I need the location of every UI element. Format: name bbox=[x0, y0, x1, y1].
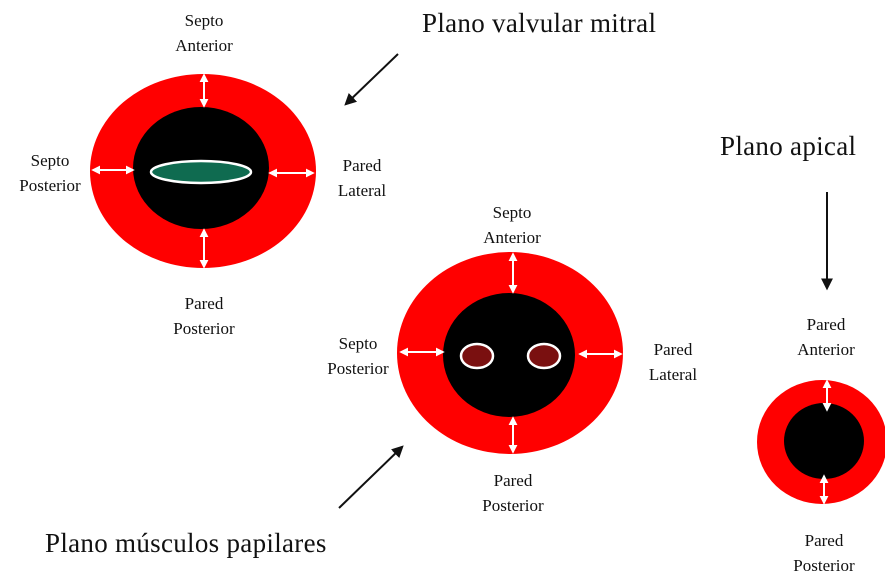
mitral-label-bottom-line1: Pared bbox=[184, 294, 224, 313]
title-papillary-plane: Plano músculos papilares bbox=[45, 528, 327, 558]
pointer-arrow-papillary bbox=[338, 445, 404, 509]
title-apical-plane: Plano apical bbox=[720, 131, 857, 161]
papillary-label-left: Septo Posterior bbox=[316, 331, 400, 381]
mitral-valve bbox=[149, 159, 253, 185]
apical-ventricle-cavity bbox=[784, 403, 864, 479]
mitral-label-bottom: Pared Posterior bbox=[162, 291, 246, 341]
papillary-label-right-line1: Pared bbox=[653, 340, 693, 359]
papillary-label-right-line2: Lateral bbox=[648, 365, 698, 384]
mitral-label-top-line2: Anterior bbox=[175, 36, 233, 55]
papillary-label-top-line1: Septo bbox=[492, 203, 532, 222]
mitral-label-top-line1: Septo bbox=[184, 11, 224, 30]
apical-label-top: Pared Anterior bbox=[786, 312, 866, 362]
papillary-label-top-line2: Anterior bbox=[483, 228, 541, 247]
mitral-label-left-line1: Septo bbox=[30, 151, 70, 170]
papillary-muscle-left bbox=[459, 342, 495, 370]
papillary-label-bottom-line2: Posterior bbox=[482, 496, 544, 515]
papillary-label-right: Pared Lateral bbox=[634, 337, 712, 387]
mitral-label-top: Septo Anterior bbox=[164, 8, 244, 58]
apical-label-top-line1: Pared bbox=[806, 315, 846, 334]
papillary-ventricle-cavity bbox=[443, 293, 575, 417]
mitral-label-bottom-line2: Posterior bbox=[173, 319, 235, 338]
papillary-muscle-right bbox=[526, 342, 562, 370]
mitral-label-right-line1: Pared bbox=[342, 156, 382, 175]
title-mitral-plane: Plano valvular mitral bbox=[422, 8, 657, 38]
papillary-plane-section bbox=[397, 252, 623, 454]
mitral-plane-section bbox=[90, 73, 316, 269]
papillary-label-left-line1: Septo bbox=[338, 334, 378, 353]
apical-label-bottom-line1: Pared bbox=[804, 531, 844, 550]
papillary-label-top: Septo Anterior bbox=[472, 200, 552, 250]
mitral-label-left: Septo Posterior bbox=[8, 148, 92, 198]
papillary-label-left-line2: Posterior bbox=[327, 359, 389, 378]
pointer-arrow-mitral bbox=[344, 53, 399, 106]
apical-label-bottom: Pared Posterior bbox=[780, 528, 868, 578]
mitral-label-right-line2: Lateral bbox=[337, 181, 387, 200]
papillary-label-bottom-line1: Pared bbox=[493, 471, 533, 490]
mitral-label-right: Pared Lateral bbox=[324, 153, 400, 203]
papillary-label-bottom: Pared Posterior bbox=[470, 468, 556, 518]
apical-label-top-line2: Anterior bbox=[797, 340, 855, 359]
apical-plane-section bbox=[757, 379, 885, 505]
apical-label-bottom-line2: Posterior bbox=[793, 556, 855, 575]
mitral-label-left-line2: Posterior bbox=[19, 176, 81, 195]
